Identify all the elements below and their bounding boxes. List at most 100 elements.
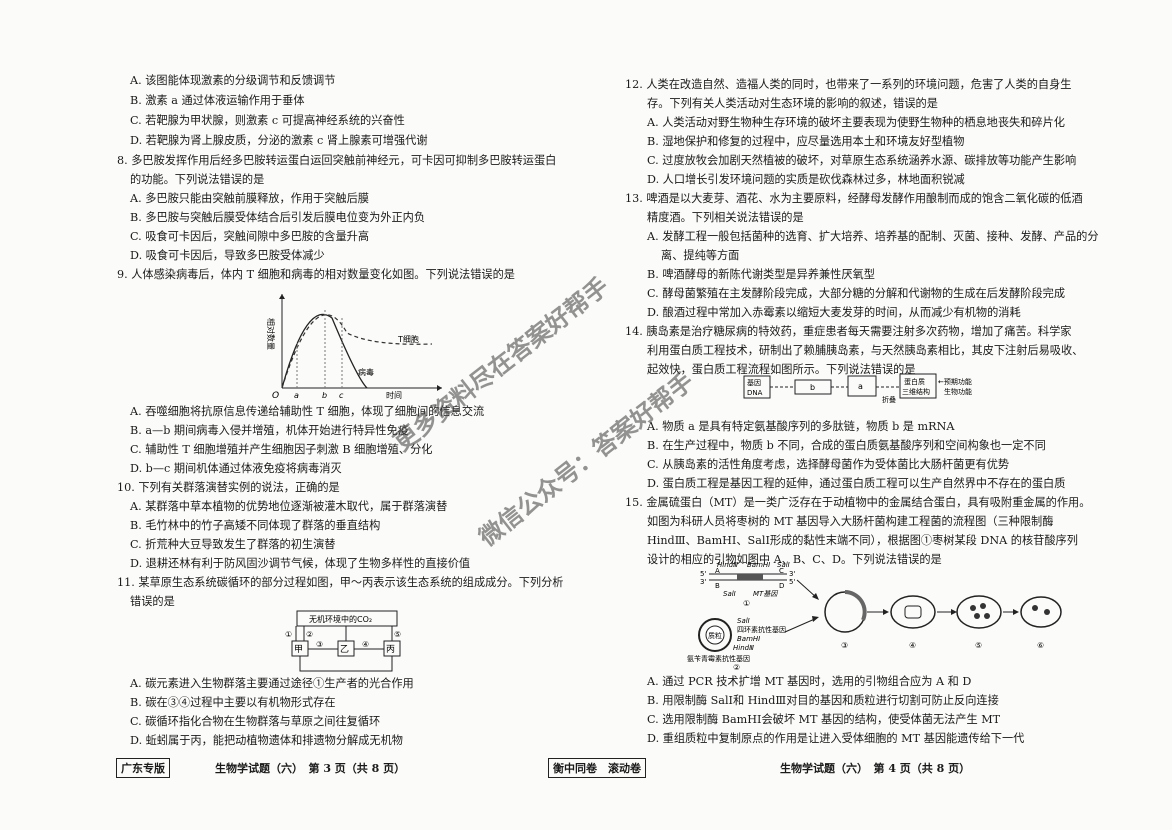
q12-option-c: C. 过度放牧会加剧天然植被的破坏，对草原生态系统涵养水源、碳排放等功能产生影响 (647, 154, 1077, 167)
footer-mid-tag: 衡中同卷 滚动卷 (548, 758, 646, 778)
q13-stem: 13. 啤酒是以大麦芽、酒花、水为主要原料，经酵母发酵作用酿制而成的饱含二氧化碳… (625, 192, 1083, 205)
fig15-enzyme-bam: BamHⅠ (747, 561, 770, 569)
q11-option-b: B. 碳在③④过程中主要以有机物形式存在 (130, 696, 336, 709)
q14-stem-cont2: 起效快，蛋白质工程流程如图所示。下列说法错误的是 (647, 363, 916, 376)
fig15-primer-b: B (715, 582, 720, 590)
q15-option-b: B. 用限制酶 SalⅠ和 HindⅢ对目的基因和质粒进行切割可防止反向连接 (647, 694, 999, 707)
fig15-primer-d: D (779, 582, 784, 590)
q8-option-d: D. 吸食可卡因后，导致多巴胺受体减少 (130, 249, 325, 262)
svg-text:生物功能: 生物功能 (944, 387, 972, 396)
fig11-node-yi: 乙 (340, 644, 349, 655)
footer-left-tag: 广东专版 (116, 758, 170, 778)
fig14-a: a (858, 382, 863, 391)
fig11-path-4: ④ (362, 640, 369, 649)
fig15-end-5b: 5' (789, 578, 795, 586)
q14-option-d: D. 蛋白质工程是基因工程的延伸，通过蛋白质工程可以生产自然界中不存在的蛋白质 (647, 477, 1066, 490)
q14-option-c: C. 从胰岛素的活性角度考虑，选择酵母菌作为受体菌比大肠杆菌更有优势 (647, 458, 1010, 471)
svg-text:三维结构: 三维结构 (902, 387, 930, 396)
fig15-step3: ③ (841, 641, 848, 650)
fig9-graph: 相对数量 O a b c 时间 T细胞 病毒 (266, 294, 442, 400)
q8-stem-cont: 的功能。下列说法错误的是 (130, 173, 265, 186)
fig15-end-5a: 5' (700, 570, 706, 578)
fig15-primer-c: C (779, 567, 784, 575)
fig14-b: b (810, 383, 815, 392)
q12-stem-cont: 存。下列有关人类活动对生态环境的影响的叙述，错误的是 (647, 97, 938, 110)
fig11-path-3: ③ (316, 640, 323, 649)
q15-option-c: C. 选用限制酶 BamHⅠ会破坏 MT 基因的结构，使受体菌无法产生 MT (647, 713, 1001, 726)
q9-option-c: C. 辅助性 T 细胞增殖并产生细胞因子刺激 B 细胞增殖、分化 (130, 443, 433, 456)
q15-option-d: D. 重组质粒中复制原点的作用是让进入受体细胞的 MT 基因能遗传给下一代 (647, 732, 1025, 745)
q8-stem: 8. 多巴胺发挥作用后经多巴胺转运蛋白运回突触前神经元，可卡因可抑制多巴胺转运蛋… (117, 154, 557, 167)
fig14-func: ←预期功能 (938, 377, 972, 386)
q15-option-a: A. 通过 PCR 技术扩增 MT 基因时，选用的引物组合应为 A 和 D (647, 675, 972, 688)
q8-option-a: A. 多巴胺只能由突触前膜释放，作用于突触后膜 (130, 192, 369, 205)
q11-stem: 11. 某草原生态系统碳循环的部分过程如图，甲～丙表示该生态系统的组成成分。下列… (117, 576, 564, 589)
q15-stem-cont3: 设计的相应的引物如图中 A、B、C、D。下列说法错误的是 (647, 553, 942, 566)
fig9-xlabel: 时间 (386, 390, 402, 400)
fig15-n1: ① (743, 599, 750, 608)
q14-stem: 14. 胰岛素是治疗糖尿病的特效药，重症患者每天需要注射多次药物，增加了痛苦。科… (625, 325, 1072, 338)
q10-option-a: A. 某群落中草本植物的优势地位逐渐被灌木取代，属于群落演替 (130, 500, 448, 513)
q10-stem: 10. 下列有关群落演替实例的说法，正确的是 (117, 481, 340, 494)
q15-stem-cont2: HindⅢ、BamHⅠ、SalⅠ形成的黏性末端不同），根据图①枣树某段 DNA … (647, 534, 1078, 547)
footer-right-page: 生物学试题（六） 第 4 页（共 8 页） (780, 762, 971, 775)
fig15-end-3a: 3' (700, 578, 706, 586)
fig15-plasmid: 质粒 (708, 631, 722, 640)
fig11-path-2: ② (306, 630, 313, 639)
q8-option-b: B. 多巴胺与突触后膜受体结合后引发后膜电位变为外正内负 (130, 211, 426, 224)
q13-stem-cont: 精度酒。下列相关说法错误的是 (647, 211, 804, 224)
q10-option-b: B. 毛竹林中的竹子高矮不同体现了群落的垂直结构 (130, 519, 381, 532)
q15-stem: 15. 金属硫蛋白（MT）是一类广泛存在于动植物中的金属结合蛋白，具有吸附重金属… (625, 496, 1091, 509)
q7-option-c: C. 若靶腺为甲状腺，则激素 c 可提高神经系统的兴奋性 (130, 114, 405, 127)
q7-option-b: B. 激素 a 通过体液运输作用于垂体 (130, 94, 305, 107)
fig15-plasmid-tet: 四环素抗性基因 (737, 625, 786, 634)
fig15-step5: ⑤ (975, 641, 982, 650)
fig11-path-5: ⑤ (394, 630, 401, 639)
q11-option-c: C. 碳循环指化合物在生物群落与草原之间往复循环 (130, 715, 381, 728)
fig15-gene-engineering: HindⅢ BamHⅠ SalⅠ 5' 3' 3' 5' A B C D Sal… (687, 561, 1062, 672)
fig11-path-1: ① (285, 630, 292, 639)
fig11-co2-box: 无机环境中的CO₂ (309, 614, 372, 624)
fig14-dna: 基因 (747, 378, 761, 387)
q12-stem: 12. 人类在改造自然、造福人类的同时，也带来了一系列的环境问题，危害了人类的自… (625, 78, 1072, 91)
svg-text:DNA: DNA (747, 389, 763, 397)
fig15-amp: 氨苄青霉素抗性基因 (687, 654, 750, 663)
q9-option-a: A. 吞噬细胞将抗原信息传递给辅助性 T 细胞，体现了细胞间的信息交流 (130, 405, 485, 418)
fig15-plasmid-bam: BamHⅠ (737, 635, 760, 643)
q14-option-b: B. 在生产过程中，物质 b 不同，合成的蛋白质氨基酸序列和空间构象也一定不同 (647, 439, 1046, 452)
q12-option-a: A. 人类活动对野生物种生存环境的破坏主要表现为使野生物种的栖息地丧失和碎片化 (647, 116, 1065, 129)
fig9-origin: O (272, 391, 279, 400)
q13-option-a-cont: 离、提纯等方面 (661, 249, 740, 262)
fig15-enzyme-sal-top: SalⅠ (777, 561, 790, 569)
q14-option-a: A. 物质 a 是具有特定氨基酸序列的多肽链，物质 b 是 mRNA (647, 420, 955, 433)
q10-option-c: C. 折荒种大豆导致发生了群落的初生演替 (130, 538, 336, 551)
fig9-tick-c: c (339, 391, 344, 400)
fig9-series-virus: 病毒 (358, 367, 374, 377)
fig9-ylabel: 相对数量 (266, 318, 276, 350)
fig15-plasmid-hind: HindⅢ (733, 644, 754, 652)
fig15-sal-bottom: SalⅠ (723, 590, 736, 598)
fig9-tick-b: b (322, 391, 327, 400)
q12-option-d: D. 人口增长引发环境问题的实质是砍伐森林过多，林地面积锐减 (647, 173, 965, 186)
q13-option-a: A. 发酵工程一般包括菌种的选育、扩大培养、培养基的配制、灭菌、接种、发酵、产品… (647, 230, 1099, 243)
q15-stem-cont1: 如图为科研人员将枣树的 MT 基因导入大肠杆菌构建工程菌的流程图（三种限制酶 (647, 515, 1054, 528)
fig14-fold: 折叠 (882, 395, 896, 404)
q9-stem: 9. 人体感染病毒后，体内 T 细胞和病毒的相对数量变化如图。下列说法错误的是 (117, 268, 515, 281)
fig15-step4: ④ (909, 641, 916, 650)
fig15-enzyme-hind: HindⅢ (717, 561, 738, 569)
fig15-step6: ⑥ (1037, 641, 1044, 650)
q7-option-d: D. 若靶腺为肾上腺皮质，分泌的激素 c 肾上腺素可增强代谢 (130, 134, 428, 147)
fig11-node-bing: 丙 (386, 644, 395, 655)
fig11-node-jia: 甲 (294, 644, 303, 655)
fig9-series-t: T细胞 (397, 334, 419, 344)
q9-option-b: B. a—b 期间病毒入侵并增殖，机体开始进行特异性免疫 (130, 424, 409, 437)
fig15-n2: ② (733, 663, 740, 672)
q10-option-d: D. 退耕还林有利于防风固沙调节气候，体现了生物多样性的直接价值 (130, 557, 471, 570)
q11-option-d: D. 蚯蚓属于丙，能把动植物遗体和排遗物分解成无机物 (130, 734, 403, 747)
q12-option-b: B. 湿地保护和修复的过程中，应尽量选用本土和环境友好型植物 (647, 135, 965, 148)
fig15-end-3b: 3' (789, 570, 795, 578)
footer-left-page: 生物学试题（六） 第 3 页（共 8 页） (215, 762, 406, 775)
q14-stem-cont1: 利用蛋白质工程技术，研制出了赖脯胰岛素，与天然胰岛素相比，其皮下注射后易吸收、 (647, 344, 1084, 357)
q9-option-d: D. b—c 期间机体通过体液免疫将病毒消灭 (130, 462, 342, 475)
fig14-protein: 蛋白质 (904, 377, 925, 386)
